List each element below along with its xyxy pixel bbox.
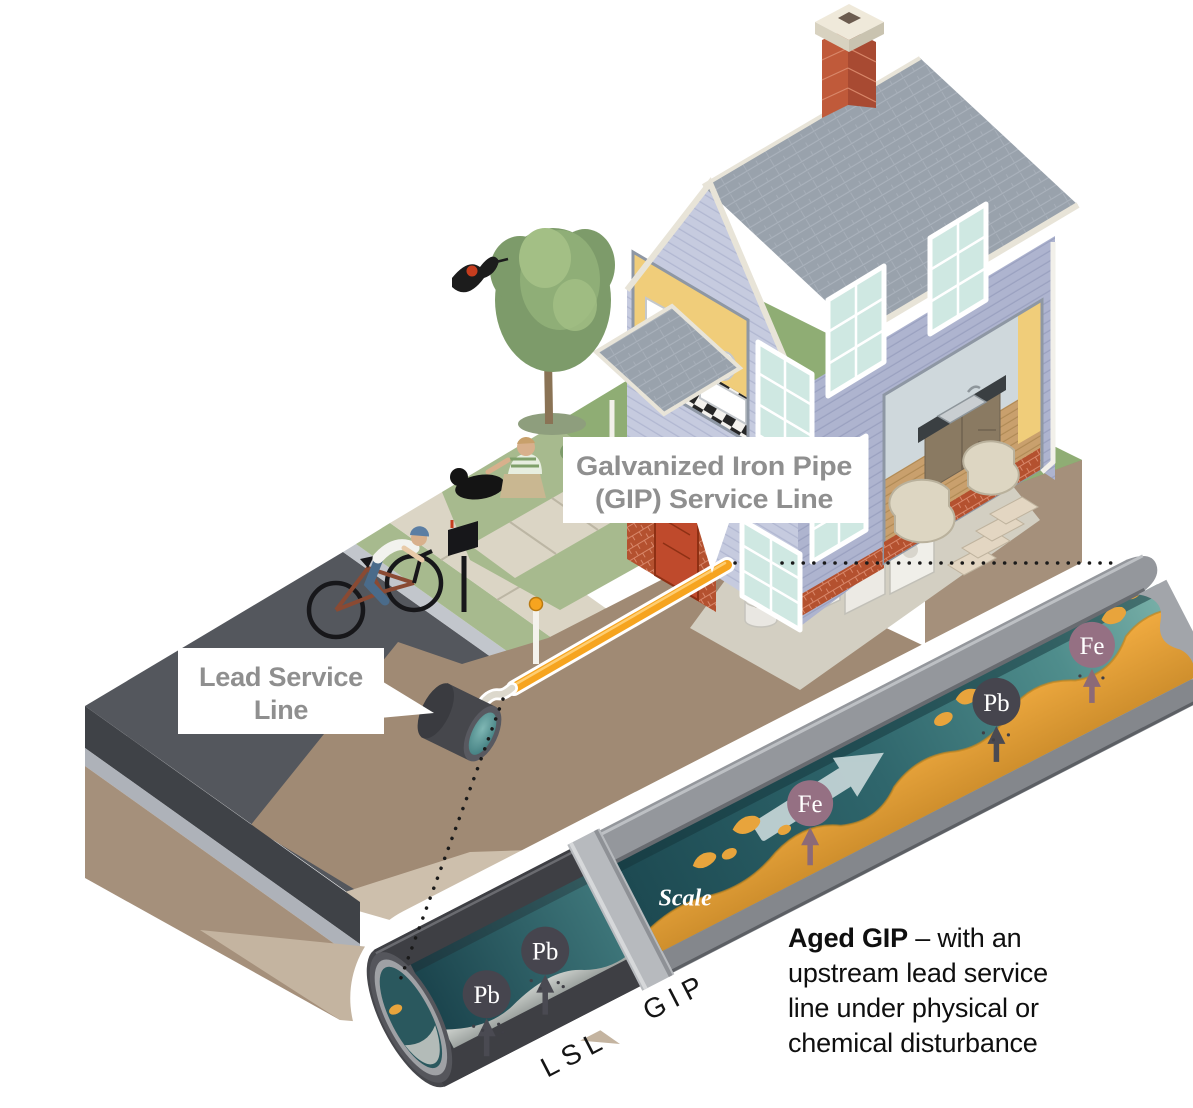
lsl-section — [366, 848, 642, 1088]
connector-lsl-to-pipe — [396, 697, 505, 988]
pipe-torn-end — [1137, 579, 1193, 677]
pb-label: Pb — [532, 939, 558, 966]
gip-service-pipe — [509, 560, 732, 693]
callout-lsl-line1: Lead Service — [199, 662, 363, 692]
callout-gip-line1: Galvanized Iron Pipe — [576, 451, 852, 481]
fe-label: Fe — [798, 791, 823, 818]
window-right-2f-a — [825, 263, 887, 399]
kitchen-sink — [936, 394, 988, 424]
roof-ridge-trim — [701, 56, 922, 188]
windows — [739, 201, 989, 633]
roadbase-face — [85, 748, 360, 962]
cyclist — [306, 526, 444, 640]
pipe-cutaway: Pb Pb Pb Fe Fe Scale LSL GIP — [350, 551, 1193, 1097]
window-well — [888, 478, 956, 544]
callout-lsl-line2: Line — [254, 695, 309, 725]
pb-marker: Pb — [972, 677, 1021, 762]
callout-lsl-pointer — [380, 680, 434, 718]
child-and-dog — [450, 436, 546, 500]
cutaway-frame — [882, 297, 1044, 566]
chimney — [815, 4, 884, 118]
callout-lsl: Lead Service Line — [178, 648, 434, 734]
callout-gip-line2: (GIP) Service Line — [595, 484, 833, 514]
pb-label: Pb — [473, 982, 499, 1009]
porch-roof — [592, 303, 744, 417]
asphalt-face — [85, 706, 360, 944]
roof — [703, 58, 1078, 334]
pb-label: Pb — [983, 690, 1009, 717]
gable-trim — [624, 177, 801, 392]
scale-label: Scale — [658, 886, 712, 912]
caption-term: Aged GIP — [788, 923, 908, 953]
callout-gip-pointer — [696, 520, 730, 573]
mailbox — [448, 520, 478, 612]
curb-stop-cap — [528, 596, 544, 612]
pb-marker: Pb — [521, 926, 570, 1015]
service-lines — [417, 557, 735, 762]
pipe-coupling — [567, 828, 675, 991]
window-right-2f-b — [927, 201, 989, 337]
bird-icon — [452, 256, 509, 293]
window-well-2 — [962, 440, 1020, 496]
dotted-connectors — [396, 561, 1116, 988]
lead-pipe-coil — [417, 683, 502, 762]
gip-section — [389, 554, 1193, 1015]
pb-marker: Pb — [462, 970, 511, 1057]
tree — [490, 228, 615, 435]
window-left-1f — [739, 517, 803, 633]
downspout — [1040, 242, 1056, 474]
scale-deposit — [650, 609, 1193, 952]
fe-label: Fe — [1079, 633, 1104, 660]
fe-marker: Fe — [787, 780, 834, 866]
kitchen-wall-yellow — [1018, 300, 1042, 444]
caption: Aged GIP – with an upstream lead service… — [788, 921, 1094, 1061]
caption-description: – with an upstream lead service line und… — [788, 923, 1048, 1058]
foundation-brick — [798, 546, 884, 618]
fe-marker: Fe — [1068, 621, 1115, 703]
callout-gip: Galvanized Iron Pipe (GIP) Service Line — [563, 437, 866, 573]
